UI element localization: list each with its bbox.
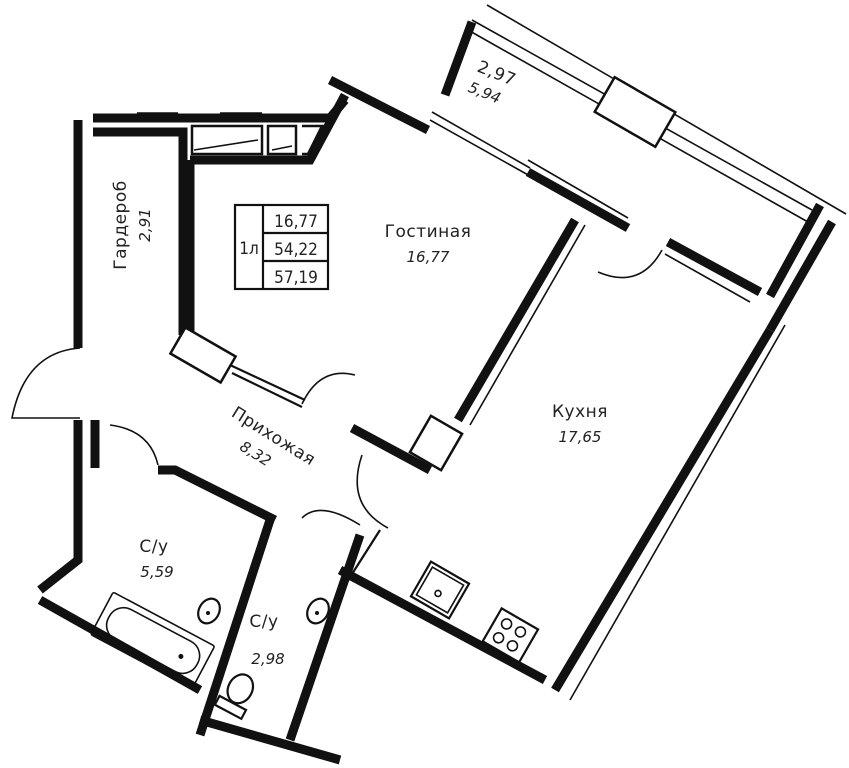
- kitchen-walls: [337, 324, 786, 701]
- total-area-no-balcony-value: 54,22: [274, 240, 318, 260]
- rooms-count: 1л: [239, 239, 259, 259]
- storage-cabinets: [93, 92, 349, 165]
- room-area-kitchen: 17,65: [559, 428, 602, 446]
- room-area-living: 16,77: [407, 248, 450, 266]
- room-name-living: Гостиная: [385, 222, 472, 242]
- living-area-value: 16,77: [274, 212, 318, 232]
- bathtub-icon: [90, 592, 215, 689]
- room-name-kitchen: Кухня: [552, 402, 608, 422]
- bathroom-walls: [37, 420, 365, 765]
- balcony: [440, 4, 847, 333]
- room-name-bathroom-1: С/у: [139, 537, 168, 557]
- kitchen-sink-icon: [409, 560, 471, 620]
- living-hall-wall: [168, 217, 586, 474]
- summary-table: 1л 16,77 54,22 57,19: [233, 203, 330, 291]
- room-area-bathroom-2: 2,98: [251, 650, 284, 668]
- wardrobe-walls: [11, 120, 195, 419]
- room-area-bathroom-1: 5,59: [140, 563, 173, 581]
- stove-icon: [481, 606, 540, 664]
- toilet-icon: [213, 673, 255, 721]
- total-area-value: 57,19: [274, 268, 318, 288]
- living-balcony-wall: [327, 75, 763, 303]
- sink-icon: [197, 597, 221, 625]
- room-area-wardrobe: 2,91: [136, 208, 154, 241]
- room-name-bathroom-2: С/у: [249, 612, 278, 632]
- sink-icon: [306, 597, 330, 625]
- room-name-hallway: Прихожая: [228, 403, 319, 470]
- room-name-wardrobe: Гардероб: [111, 180, 131, 269]
